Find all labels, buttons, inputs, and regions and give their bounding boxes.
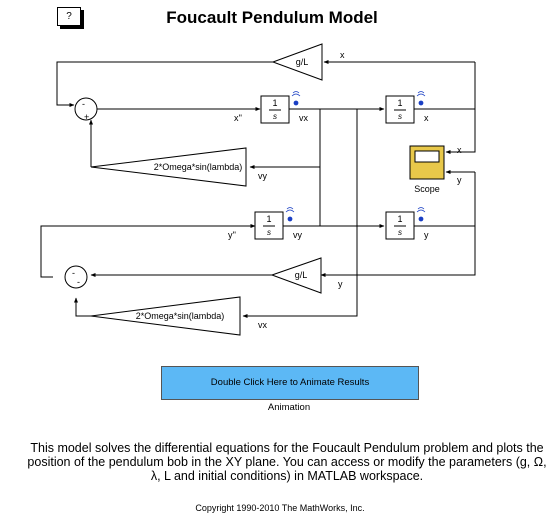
sum-block-top[interactable]: [74, 97, 98, 121]
svg-text:x: x: [424, 113, 429, 123]
integrator-vx[interactable]: 1 s: [260, 95, 290, 124]
svg-text:g/L: g/L: [296, 57, 309, 67]
svg-text:-: -: [82, 99, 85, 109]
wire-vx-to-omega2: [242, 109, 358, 318]
gain-gL-bottom[interactable]: [270, 257, 322, 294]
svg-text:vy: vy: [293, 230, 303, 240]
svg-text:y: y: [424, 230, 429, 240]
svg-text:y: y: [338, 279, 343, 289]
scope-block[interactable]: [409, 145, 445, 180]
wire-x-to-scope: [445, 62, 476, 154]
svg-text:2*Omega*sin(lambda): 2*Omega*sin(lambda): [136, 311, 225, 321]
copyright-text: Copyright 1990-2010 The MathWorks, Inc.: [195, 503, 365, 513]
animate-button[interactable]: Double Click Here to Animate Results: [161, 366, 419, 400]
integrator-y[interactable]: 1 s: [385, 211, 415, 240]
animation-caption: Animation: [267, 402, 311, 413]
gain-omega-top[interactable]: [90, 147, 247, 187]
wire-ydd: [40, 224, 256, 278]
svg-text:1: 1: [397, 98, 402, 108]
block-diagram: g/L g/L 2*Omega*sin(lambda) 2*Omega*sin(…: [40, 43, 476, 336]
wire-y-branch: [329, 172, 476, 276]
svg-text:s: s: [267, 228, 271, 237]
svg-text:vx: vx: [299, 113, 309, 123]
svg-text:1: 1: [397, 214, 402, 224]
svg-text:g/L: g/L: [295, 270, 308, 280]
wire-gain-to-sum1: [56, 61, 275, 107]
svg-text:s: s: [398, 228, 402, 237]
svg-text:x: x: [340, 50, 345, 60]
model-description: This model solves the differential equat…: [27, 441, 547, 483]
svg-text:s: s: [273, 112, 277, 121]
integrator-x[interactable]: 1 s: [385, 95, 415, 124]
svg-text:x'': x'': [234, 113, 242, 123]
svg-text:-: -: [77, 277, 80, 287]
svg-text:1: 1: [266, 214, 271, 224]
svg-text:y'': y'': [228, 230, 236, 240]
svg-text:vy: vy: [258, 171, 268, 181]
svg-text:-: -: [72, 268, 75, 278]
svg-text:s: s: [398, 112, 402, 121]
svg-text:1: 1: [272, 98, 277, 108]
gain-gL-top[interactable]: [271, 43, 323, 81]
scope-label: Scope: [414, 184, 440, 194]
model-title: Foucault Pendulum Model: [166, 8, 378, 27]
help-button[interactable]: ?: [57, 7, 81, 26]
svg-text:vx: vx: [258, 320, 268, 330]
svg-text:x: x: [457, 145, 462, 155]
wire-omega2-to-sum2: [74, 297, 91, 317]
integrator-vy[interactable]: 1 s: [254, 211, 284, 240]
svg-text:+: +: [84, 112, 89, 122]
svg-text:2*Omega*sin(lambda): 2*Omega*sin(lambda): [154, 162, 243, 172]
sum-block-bottom[interactable]: [64, 265, 88, 289]
svg-text:y: y: [457, 175, 462, 185]
gain-omega-bottom[interactable]: [90, 296, 241, 336]
